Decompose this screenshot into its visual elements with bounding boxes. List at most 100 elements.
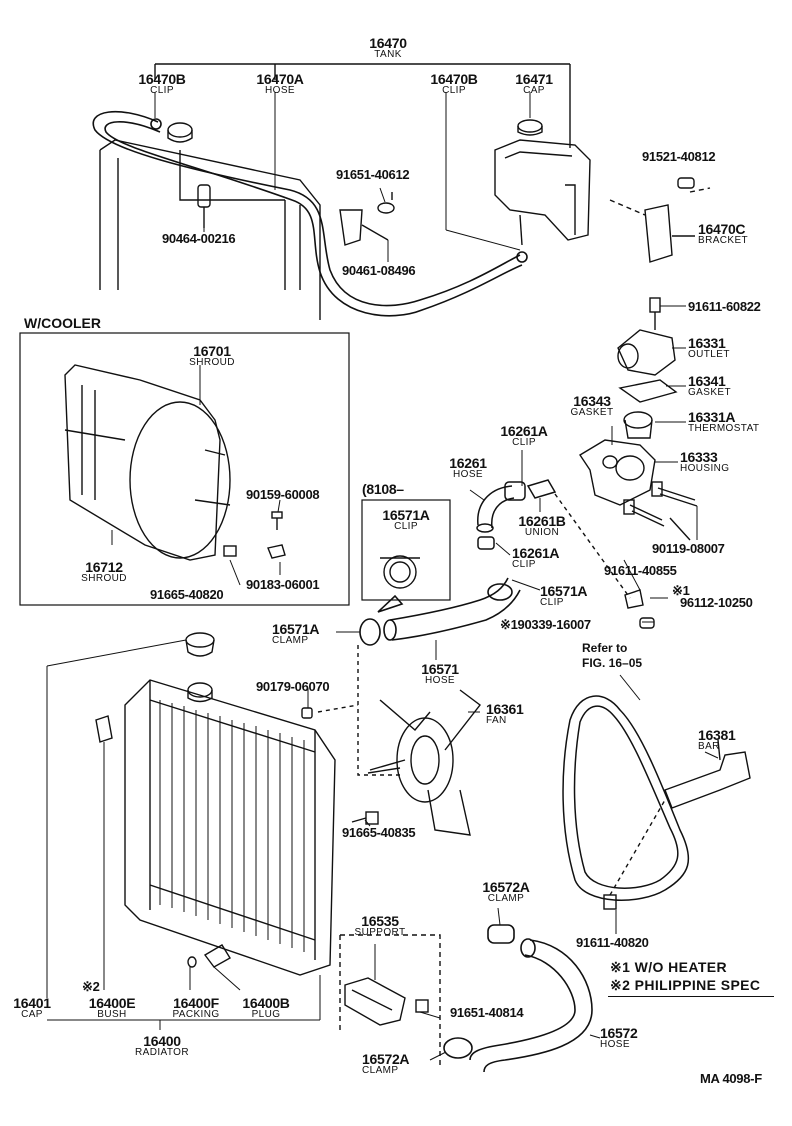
date-box — [361, 499, 451, 601]
overflow-hose — [92, 110, 528, 317]
label-clip-16261a-top: 16261A CLIP — [500, 423, 548, 448]
label-fan-16361: 16361 FAN — [486, 701, 524, 726]
note-underline — [608, 996, 774, 997]
part-name: PACKING — [172, 1009, 220, 1020]
label-screw-90159-60008: 90159-60008 — [246, 487, 320, 502]
date-box-label: (8108– — [362, 481, 404, 497]
label-clamp-90464-00216: 90464-00216 — [162, 231, 236, 246]
part-number: 16470B — [430, 71, 478, 87]
part-name: GASKET — [688, 387, 731, 398]
outlet-16331-shape — [617, 297, 676, 376]
upper-radiator-outline — [99, 139, 321, 320]
label-cap-190339-16007: ※190339-16007 — [500, 618, 591, 631]
label-union-16261b: 16261B UNION — [518, 514, 566, 538]
label-bolt-91611-40855: 91611-40855 — [604, 563, 677, 578]
shroud-fasteners — [223, 511, 286, 559]
part-number: 16471 — [515, 71, 553, 87]
clip-in-box — [380, 555, 420, 589]
label-hose-16572: 16572 HOSE — [600, 1026, 638, 1050]
label-bolt-90119-08007: 90119-08007 — [652, 541, 725, 556]
part-number: 16470B — [138, 71, 186, 87]
part-number: 16381 — [698, 727, 736, 743]
part-number: 16261 — [449, 455, 487, 471]
drain-plug-shape — [187, 944, 231, 968]
part-name: CAP — [21, 1009, 43, 1020]
label-clip-16571a-box: 16571A CLIP — [382, 508, 430, 532]
leader-lines — [46, 92, 719, 1061]
bar-16381-shape — [664, 739, 751, 809]
part-name: FAN — [486, 715, 507, 726]
label-bolt-91665-40820: 91665-40820 — [150, 587, 224, 602]
note-w-o-heater: ※1 W/O HEATER — [610, 960, 727, 974]
note-mark: ※1 — [610, 959, 631, 975]
part-name: TANK — [374, 49, 402, 60]
dashed-bar-bolt — [609, 799, 666, 896]
part-number: 16341 — [688, 373, 726, 389]
shroud-drawing — [64, 364, 231, 561]
part-number: 16331 — [688, 335, 726, 351]
bolts-housing — [623, 481, 698, 541]
hose-16572-shape — [443, 924, 593, 1073]
label-bolt-91651-40612: 91651-40612 — [336, 167, 410, 182]
part-number: 16400 — [143, 1033, 181, 1049]
part-number: 16572A — [362, 1051, 410, 1067]
nut-90179-shape — [301, 704, 359, 719]
bolt-91665-40835-shape — [351, 811, 379, 825]
part-number: 16571 — [421, 661, 459, 677]
reservoir-tank — [494, 119, 591, 246]
label-clamp-90461-08496: 90461-08496 — [342, 263, 416, 278]
part-name: BAR — [698, 741, 720, 752]
part-number: 16361 — [486, 701, 524, 717]
label-cap-16401: 16401 CAP — [13, 996, 51, 1020]
w-cooler-box — [19, 332, 350, 606]
part-name: BRACKET — [698, 235, 749, 246]
radiator-16400-shape — [124, 679, 336, 976]
label-hose-16571: 16571 HOSE — [421, 661, 459, 686]
part-name: CLIP — [394, 521, 418, 532]
label-clip-16470b-right: 16470B CLIP — [430, 71, 478, 96]
label-gasket-16341: 16341 GASKET — [688, 374, 731, 398]
part-name: SUPPORT — [354, 927, 406, 938]
part-number: 16400B — [242, 995, 290, 1011]
part-number: 16535 — [361, 913, 399, 929]
fan-16361-shape — [367, 689, 481, 836]
label-bolt-91611-60822: 91611-60822 — [688, 299, 761, 314]
part-number: 16701 — [193, 343, 231, 359]
part-number: 16470 — [369, 35, 407, 51]
note-mark: ※2 — [610, 977, 631, 993]
part-name: CLIP — [512, 437, 536, 448]
part-number: 16331A — [688, 409, 736, 425]
part-name: BUSH — [97, 1009, 127, 1020]
part-number: 16261A — [500, 423, 548, 439]
part-number: 16400F — [173, 995, 219, 1011]
refer-line-1: Refer to — [582, 641, 628, 655]
label-plug-96112-10250: 96112-10250 — [680, 595, 753, 610]
label-bolt-91651-40814: 91651-40814 — [450, 1005, 524, 1020]
part-name: GASKET — [570, 407, 614, 418]
part-name: RADIATOR — [135, 1047, 189, 1058]
bracket-16470c-shape — [609, 177, 711, 263]
label-support-16535: 16535 SUPPORT — [355, 914, 406, 938]
radiator-cap-16401 — [185, 632, 215, 657]
part-name: HOSE — [600, 1039, 630, 1050]
housing-16333-shape — [579, 439, 656, 506]
part-number: 16261A — [512, 545, 560, 561]
support-16535-shape — [339, 934, 441, 1065]
part-name: SHROUD — [81, 573, 127, 584]
part-name: HOUSING — [680, 463, 730, 474]
label-bolt-91521-40812: 91521-40812 — [642, 149, 716, 164]
part-name: HOSE — [453, 469, 483, 480]
part-number: 16712 — [85, 559, 123, 575]
plug-96112 — [624, 589, 655, 629]
part-name: CLIP — [442, 85, 466, 96]
part-name: THERMOSTAT — [688, 423, 760, 434]
note-philippine-spec: ※2 PHILIPPINE SPEC — [610, 978, 760, 992]
label-plug-16400b: 16400B PLUG — [242, 995, 290, 1020]
tank-leader-lines — [154, 63, 571, 148]
part-number: 190339-16007 — [510, 617, 592, 632]
note-text: W/O HEATER — [634, 959, 728, 975]
part-number: 16470C — [698, 221, 746, 237]
thermostat-shape — [623, 411, 653, 439]
part-name: HOSE — [425, 675, 455, 686]
part-name: CLAMP — [487, 893, 525, 904]
